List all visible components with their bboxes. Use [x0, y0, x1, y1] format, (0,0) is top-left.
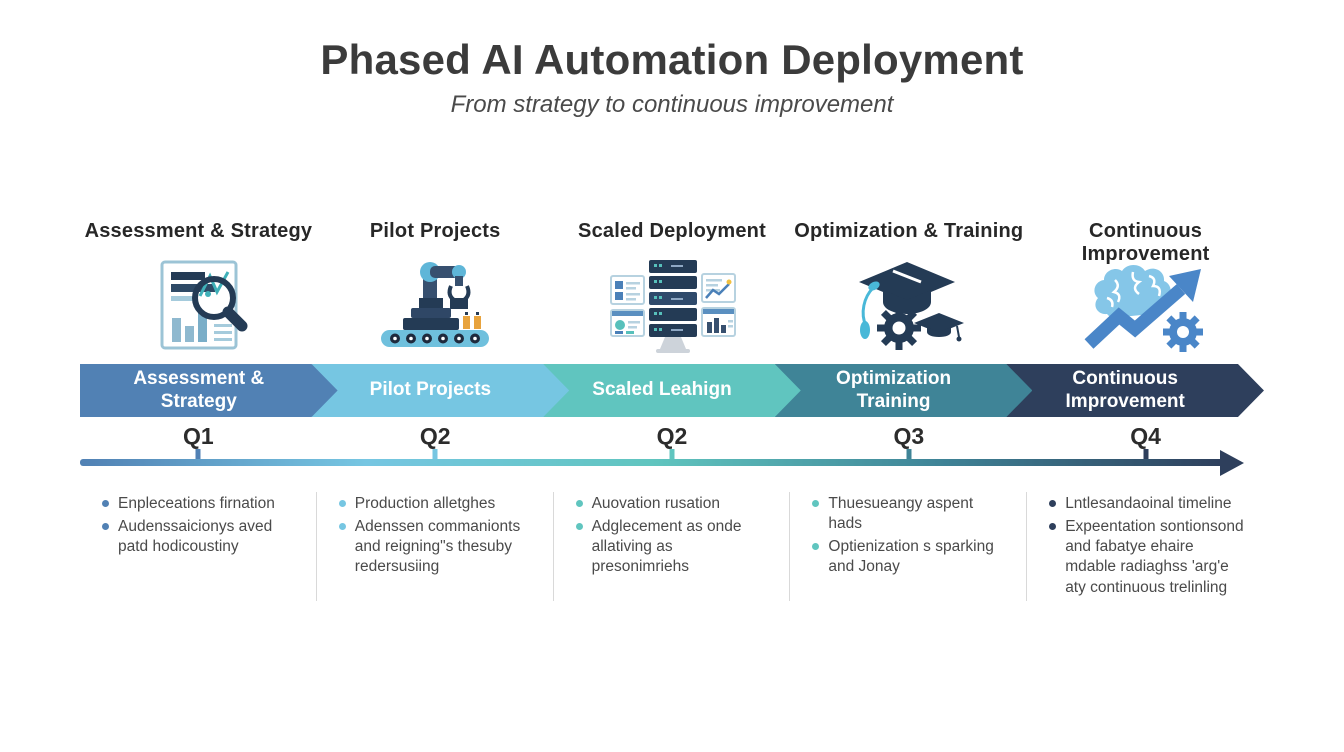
bullet-text: Lntlesandaoinal timeline [1065, 495, 1232, 512]
bullet-text: Adglecement as onde allativing as preson… [591, 518, 742, 576]
banner-segment-scaled: Scaled Leahign [543, 364, 801, 417]
timeline-line [80, 459, 1224, 466]
header-assessment-strategy: Assessment & Strategy [84, 220, 313, 242]
banner-segment-assessment: Assessment & Strategy [80, 364, 338, 417]
phase-icons-row [80, 254, 1264, 356]
quarter-labels-row: Q1 Q2 Q2 Q3 Q4 [80, 423, 1264, 450]
banner-segment-continuous: Continuous Improvement [1006, 364, 1264, 417]
server-stack-icon [607, 255, 737, 355]
bullet-text: Expeentation sontionsond and fabatye eha… [1065, 518, 1244, 596]
list-item: Adglecement as onde allativing as preson… [575, 517, 774, 577]
brain-growth-icon [1081, 255, 1211, 355]
bullet-dot [812, 500, 820, 507]
bullet-dot [1049, 500, 1057, 507]
bullet-list-continuous: Lntlesandaoinal timeline Expeentation so… [1027, 492, 1264, 601]
list-item: Expeentation sontionsond and fabatye eha… [1049, 517, 1248, 598]
list-item: Enpleceations firnation [102, 494, 300, 514]
bullet-list-optimization: Thuesueangy aspent hads Optienization s … [790, 492, 1028, 601]
phase-banner: Assessment & Strategy Pilot Projects Sca… [80, 364, 1264, 417]
quarter-label-1: Q1 [183, 423, 214, 449]
page-title: Phased AI Automation Deployment [320, 36, 1024, 83]
list-item: Lntlesandaoinal timeline [1049, 494, 1248, 514]
bullet-dot [812, 543, 820, 551]
bullet-list-assessment: Enpleceations firnation Audenssaicionys … [80, 492, 317, 601]
bullet-dot [102, 500, 109, 507]
robot-arm-icon [375, 255, 495, 355]
list-item: Optienization s sparking and Jonay [812, 537, 1010, 577]
bullet-text: Optienization s sparking and Jonay [828, 538, 994, 576]
banner-segment-optimization: Optimization Training [775, 364, 1033, 417]
phase-headers-row: Assessment & Strategy Pilot Projects Sca… [80, 220, 1264, 266]
quarter-label-4: Q3 [893, 423, 925, 449]
bullet-dot [338, 523, 346, 531]
bullet-text: Audenssaicionys aved patd hodicoustiny [118, 518, 273, 556]
header-optimization-training: Optimization & Training [794, 220, 1024, 242]
quarter-label-5: Q4 [1130, 423, 1161, 449]
bullet-text: Enpleceations firnation [118, 495, 275, 512]
bullet-text: Thuesueangy aspent hads [828, 495, 974, 533]
timeline-ticks [80, 449, 1264, 463]
phase-bullets-row: Enpleceations firnation Audenssaicionys … [80, 492, 1264, 601]
header-continuous-improvement: Continuous Improvement [1081, 220, 1210, 265]
header-pilot-projects: Pilot Projects [369, 220, 501, 242]
quarter-label-3: Q2 [656, 423, 688, 449]
bullet-dot [102, 523, 109, 531]
bullet-text: Adenssen commanionts and reigning"s thes… [354, 518, 521, 576]
list-item: Auovation rusation [575, 494, 774, 514]
page-subtitle: From strategy to continuous improvement [450, 91, 894, 118]
report-magnifier-icon [138, 255, 258, 355]
timeline-arrowhead [1220, 450, 1244, 476]
timeline-tick [432, 449, 438, 463]
bullet-dot [575, 523, 583, 531]
quarter-label-2: Q2 [419, 423, 451, 449]
header-scaled-deployment: Scaled Deployment [578, 220, 766, 242]
timeline-tick [1143, 449, 1149, 463]
bullet-dot [575, 500, 583, 507]
list-item: Thuesueangy aspent hads [812, 494, 1010, 534]
list-item: Adenssen commanionts and reigning"s thes… [338, 517, 537, 577]
bullet-text: Production alletghes [354, 495, 496, 512]
graduation-gear-icon [849, 255, 969, 355]
banner-segment-pilot: Pilot Projects [312, 364, 570, 417]
bullet-list-scaled: Auovation rusation Adglecement as onde a… [554, 492, 791, 601]
timeline-tick [669, 449, 675, 463]
timeline-tick [195, 449, 201, 463]
bullet-text: Auovation rusation [591, 495, 720, 512]
list-item: Production alletghes [338, 494, 537, 514]
timeline-tick [906, 449, 912, 463]
bullet-dot [1049, 523, 1057, 531]
bullet-dot [338, 500, 346, 507]
list-item: Audenssaicionys aved patd hodicoustiny [102, 517, 300, 557]
bullet-list-pilot: Production alletghes Adenssen commaniont… [317, 492, 554, 601]
